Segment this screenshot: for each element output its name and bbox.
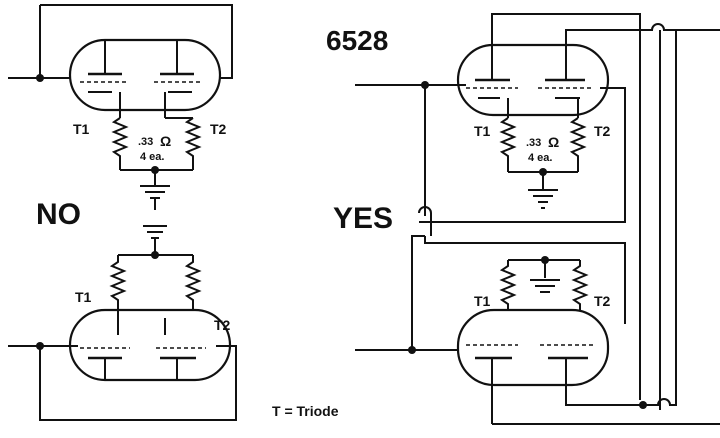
- no-resistor-value: .33: [138, 136, 153, 148]
- no-top-t2-label: T2: [210, 121, 227, 137]
- no-ohm-symbol: Ω: [160, 133, 171, 149]
- yes-lower-t2-label: T2: [594, 293, 611, 309]
- no-bottom-t2-label: T2: [214, 317, 231, 333]
- bottom-tube-envelope: [68, 308, 232, 382]
- yes-resistor-value: .33: [526, 137, 541, 149]
- yes-lower-tube-envelope: [456, 308, 610, 387]
- yes-circuit: [355, 13, 720, 425]
- yes-lower-resistor-t1: [499, 260, 517, 332]
- yes-upper-t2-label: T2: [594, 123, 611, 139]
- no-resistor-each: 4 ea.: [140, 151, 164, 163]
- tube-type-label: 6528: [326, 25, 388, 56]
- top-resistor-t2: [184, 117, 202, 170]
- yes-upper-resistor-t2: [569, 117, 587, 172]
- legend-label: T = Triode: [272, 403, 339, 419]
- yes-upper-t1-label: T1: [474, 123, 491, 139]
- yes-ohm-symbol: Ω: [548, 134, 559, 150]
- yes-upper-resistor-t1: [499, 117, 517, 172]
- no-top-t1-label: T1: [73, 121, 90, 137]
- yes-lower-t1-label: T1: [474, 293, 491, 309]
- yes-resistor-each: 4 ea.: [528, 152, 552, 164]
- top-resistor-t1: [111, 117, 129, 170]
- bottom-resistor-t1: [109, 255, 127, 330]
- yes-label: YES: [333, 202, 393, 235]
- no-bottom-t1-label: T1: [75, 289, 92, 305]
- no-circuit: [8, 4, 237, 421]
- no-label: NO: [36, 198, 81, 231]
